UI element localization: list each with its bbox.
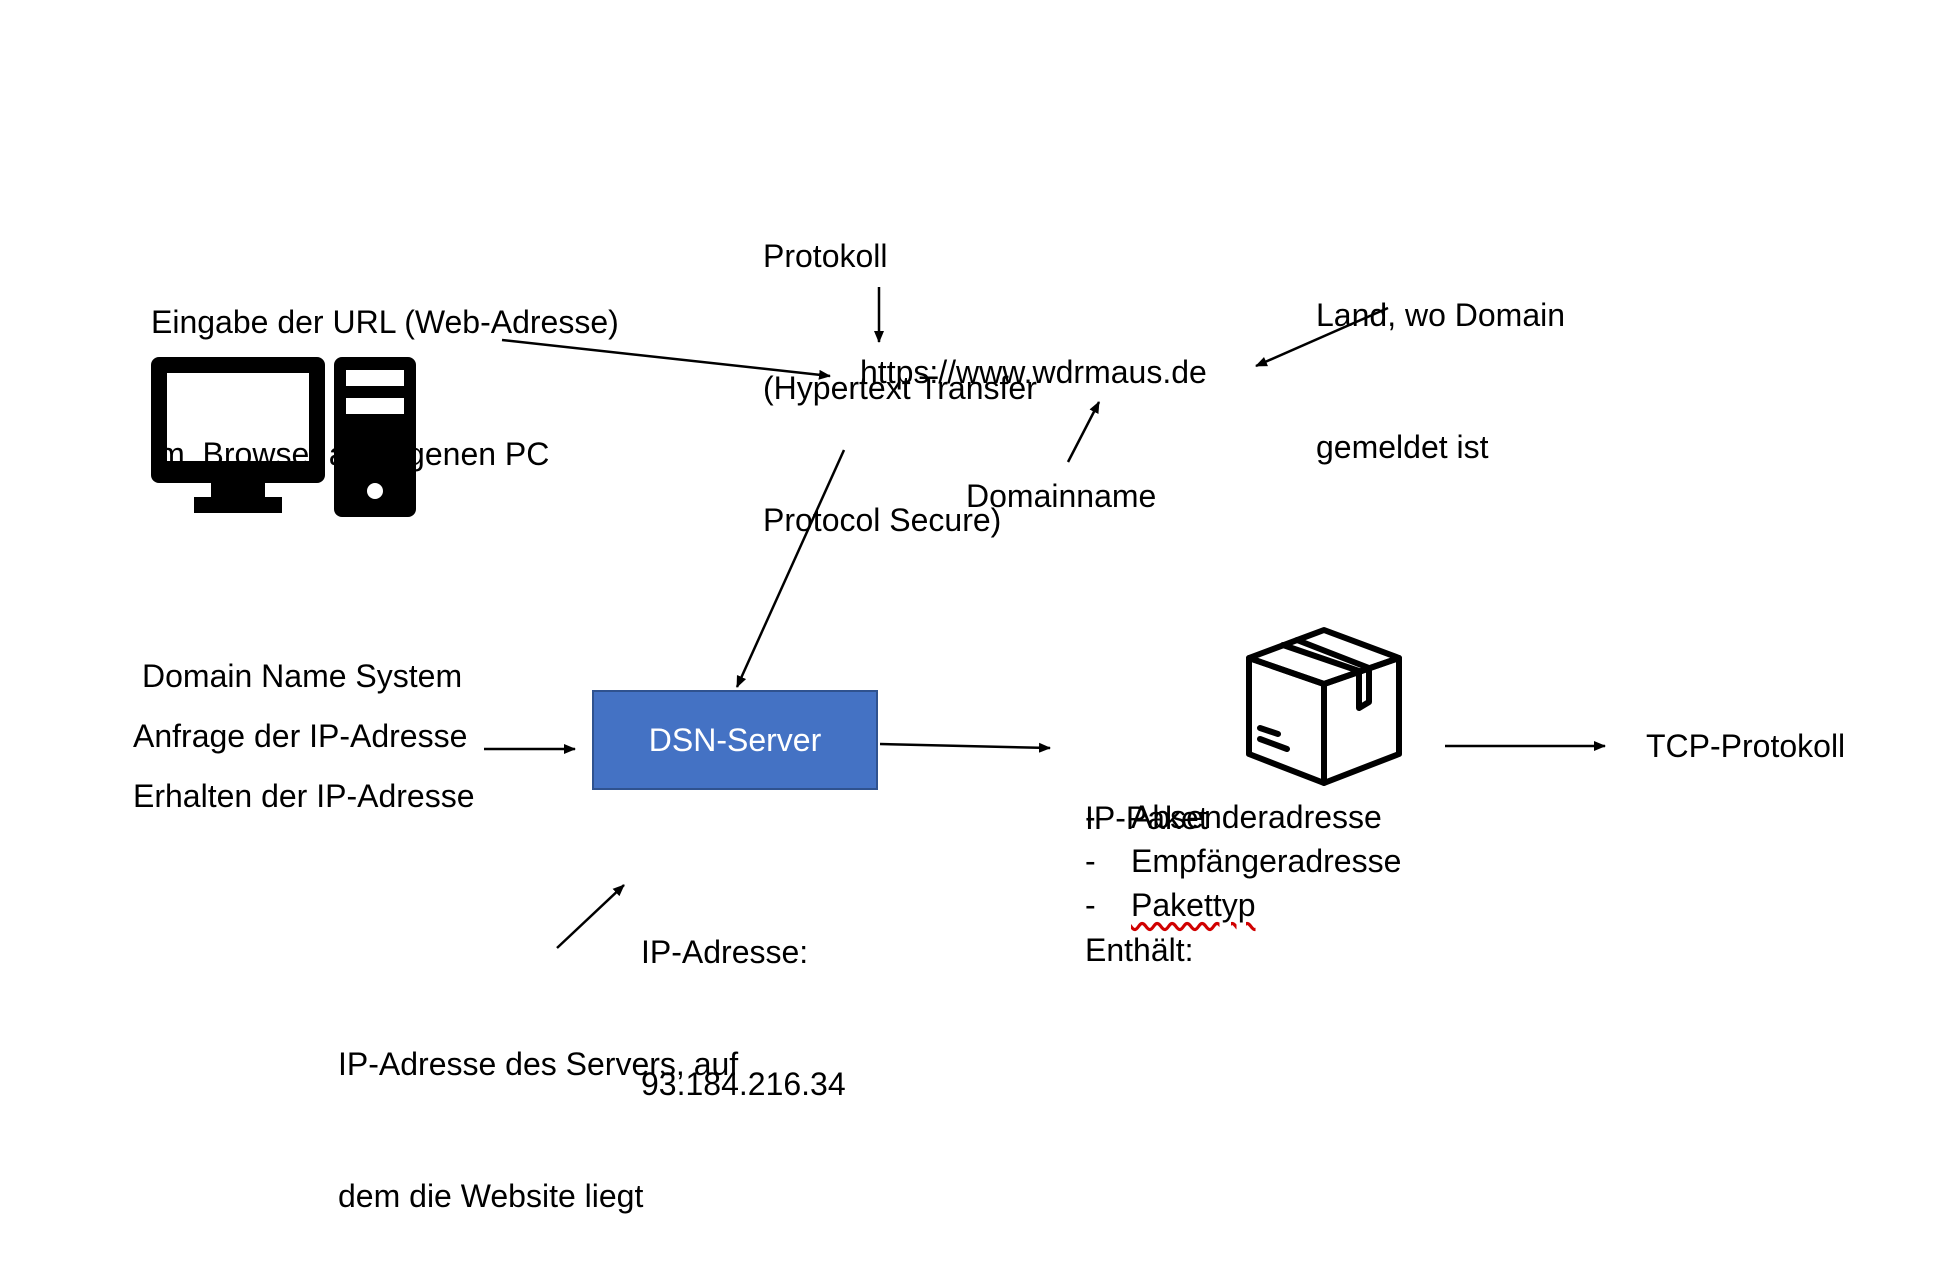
list-item: -Absenderadresse xyxy=(1085,795,1401,839)
country-line-2: gemeldet ist xyxy=(1316,429,1489,465)
ip-address-title: IP-Adresse: xyxy=(641,934,809,970)
protocol-line-3: Protocol Secure) xyxy=(763,502,1002,538)
arrow-url-to-dsn xyxy=(735,449,846,688)
dns-system-label: Domain Name System xyxy=(142,658,463,694)
packet-item-type: Pakettyp xyxy=(1131,887,1256,923)
url-input-line-2: im Browser am eigenen PC xyxy=(151,436,550,472)
packet-items-list: -Absenderadresse -Empfängeradresse -Pake… xyxy=(1085,795,1401,927)
domainname-label: Domainname xyxy=(966,478,1157,514)
dsn-server-box: DSN-Server xyxy=(592,690,878,790)
list-item: -Empfängeradresse xyxy=(1085,839,1401,883)
protocol-note: Protokoll (Hypertext Transfer Protocol S… xyxy=(763,146,1037,586)
server-ip-note-line-1: IP-Adresse des Servers, auf xyxy=(338,1046,739,1082)
arrow-domainname-to-url xyxy=(1066,401,1101,463)
ip-packet-title: IP-Paket xyxy=(1085,800,1208,836)
list-item: -Pakettyp xyxy=(1085,883,1401,927)
dns-request-label: Anfrage der IP-Adresse xyxy=(133,718,468,754)
arrow-dsn-to-packet xyxy=(879,742,1051,753)
ip-packet-label: IP-Paket Enthält: xyxy=(1085,708,1208,1016)
arrow-country-to-url xyxy=(1255,306,1389,368)
country-note: Land, wo Domain gemeldet ist xyxy=(1316,205,1565,513)
url-input-line-1: Eingabe der URL (Web-Adresse) xyxy=(151,304,619,340)
package-box-icon xyxy=(1246,627,1402,786)
ip-packet-contains: Enthält: xyxy=(1085,932,1194,968)
protocol-line-1: Protokoll xyxy=(763,238,888,274)
dsn-server-label: DSN-Server xyxy=(648,721,822,758)
arrow-pc-to-url xyxy=(501,338,831,380)
tcp-protocol-label: TCP-Protokoll xyxy=(1646,728,1846,764)
packet-item-sender: Absenderadresse xyxy=(1131,799,1382,835)
url-input-note: Eingabe der URL (Web-Adresse) im Browser… xyxy=(151,212,619,520)
server-ip-note-line-2: dem die Website liegt xyxy=(338,1178,644,1214)
protocol-line-2: (Hypertext Transfer xyxy=(763,370,1037,406)
packet-item-receiver: Empfängeradresse xyxy=(1131,843,1402,879)
desktop-computer-icon xyxy=(151,357,416,517)
dns-receive-label: Erhalten der IP-Adresse xyxy=(133,778,475,814)
arrow-note-to-ip xyxy=(556,884,625,949)
country-line-1: Land, wo Domain xyxy=(1316,297,1566,333)
diagram-arrows xyxy=(484,287,1606,949)
url-text: https://www.wdrmaus.de xyxy=(860,354,1207,390)
server-ip-note: IP-Adresse des Servers, auf dem die Webs… xyxy=(338,954,738,1262)
